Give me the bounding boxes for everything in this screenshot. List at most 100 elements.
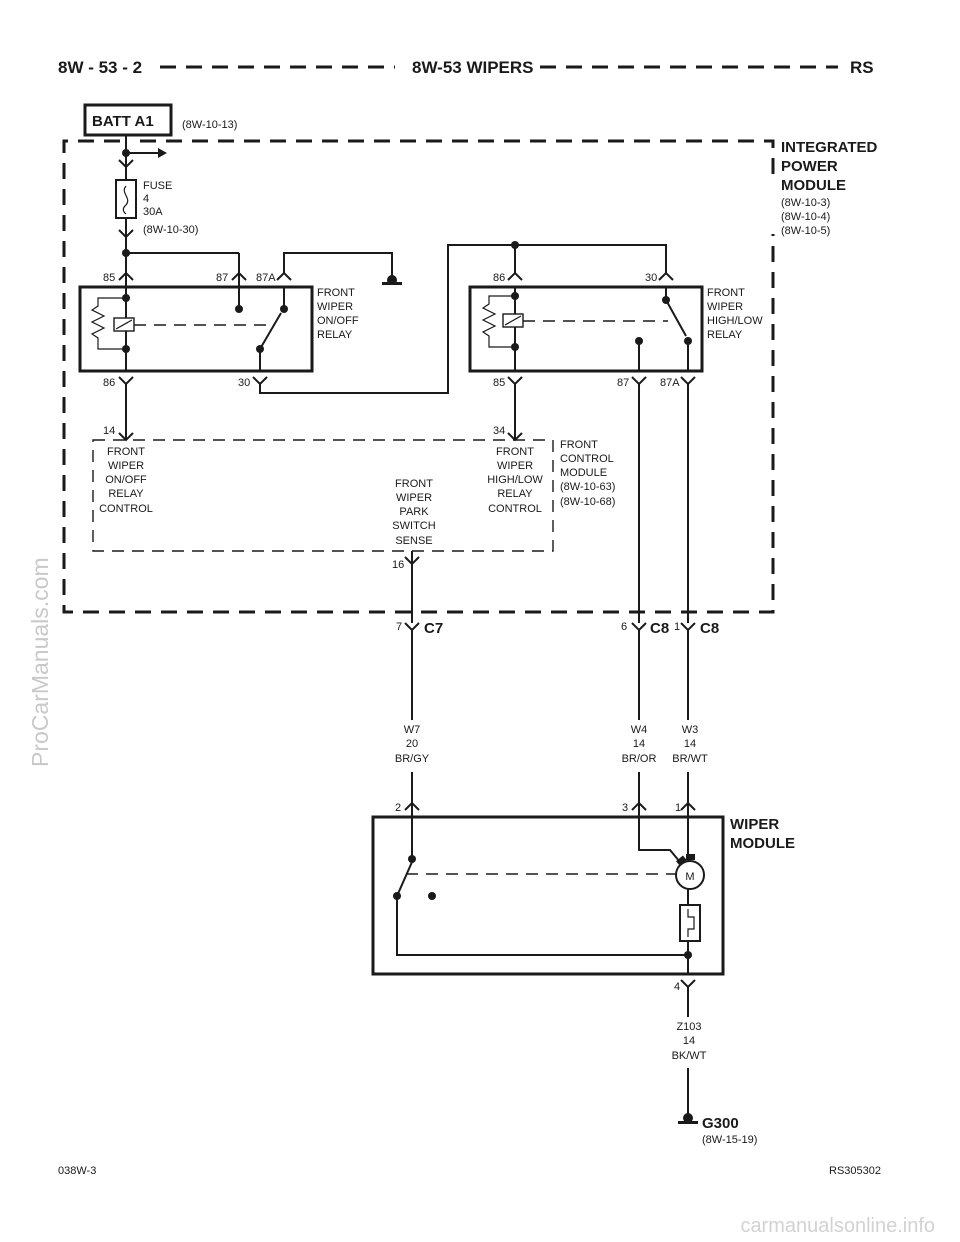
svg-text:RELAY: RELAY [317,329,353,341]
ground-ref: (8W-15-19) [702,1134,757,1146]
svg-text:MODULE: MODULE [781,177,846,194]
svg-text:(8W-10-5): (8W-10-5) [781,225,830,237]
c7-connector [404,622,420,632]
park-return-wire [396,896,688,956]
svg-text:WIPER: WIPER [730,816,779,833]
svg-text:(8W-10-4): (8W-10-4) [781,211,830,223]
page-section-number: 8W - 53 - 2 [58,58,142,77]
c8-pin-1-number: 1 [674,621,680,633]
svg-text:87: 87 [216,272,228,284]
wiper-module-title: WIPER MODULE [730,816,795,852]
onoff-relay-box [78,285,314,373]
fcm-title: FRONT CONTROL MODULE (8W-10-63) (8W-10-6… [560,439,615,508]
svg-text:(8W-10-30): (8W-10-30) [143,224,198,236]
onoff-relay-pins: 85 87 87A 86 30 [103,272,276,389]
svg-text:WIPER: WIPER [317,301,353,313]
w3-label: W3 14 BR/WT [672,724,708,765]
svg-text:W3: W3 [682,724,699,736]
svg-text:HIGH/LOW: HIGH/LOW [487,474,543,486]
wiper-module-pin-2: 2 [395,802,401,814]
wiper-module-box [371,815,725,976]
svg-text:WIPER: WIPER [108,460,144,472]
svg-text:30: 30 [238,377,250,389]
svg-text:MODULE: MODULE [560,467,607,479]
svg-text:INTEGRATED: INTEGRATED [781,139,878,156]
ipm-refs: (8W-10-3) (8W-10-4) (8W-10-5) [781,197,830,237]
motor-m-label: M [685,871,694,883]
svg-text:87A: 87A [660,377,680,389]
svg-text:WIPER: WIPER [396,492,432,504]
svg-text:W4: W4 [631,724,648,736]
hilo-relay-label: FRONT WIPER HIGH/LOW RELAY [707,287,763,341]
svg-text:30: 30 [645,272,657,284]
svg-text:87A: 87A [256,272,276,284]
fuse-connector-bottom [118,229,134,239]
wiper-module-pin-1: 1 [675,802,681,814]
batt-a1-ref: (8W-10-13) [182,119,237,131]
svg-text:BR/GY: BR/GY [395,753,430,765]
svg-text:FRONT: FRONT [107,446,145,458]
svg-text:RELAY: RELAY [108,488,144,500]
fcm-pin-34: 34 [493,425,505,437]
page-title: 8W-53 WIPERS [412,58,534,77]
fcm-hilo-control-label: FRONT WIPER HIGH/LOW RELAY CONTROL [487,446,543,515]
onoff-to-hilo-wire [259,244,667,394]
wiper-module-pin-4: 4 [674,981,680,993]
svg-text:SENSE: SENSE [395,535,432,547]
hilo-relay-resistor [481,295,515,348]
svg-text:HIGH/LOW: HIGH/LOW [707,315,763,327]
svg-text:86: 86 [103,377,115,389]
hilo-relay-box [468,285,704,373]
svg-text:RELAY: RELAY [707,329,743,341]
feed-arrow-icon [158,148,167,158]
w4-label: W4 14 BR/OR [622,724,657,765]
c8-label-b: C8 [700,620,719,637]
ipm-boundary-top [140,139,775,176]
svg-text:(8W-10-3): (8W-10-3) [781,197,830,209]
svg-text:POWER: POWER [781,158,838,175]
c8-label-a: C8 [650,620,669,637]
onoff-relay-resistor [90,297,126,350]
vehicle-code: RS [850,58,874,77]
hilo-relay-pins: 86 30 85 87 87A [493,272,680,389]
c7-pin-number: 7 [396,621,402,633]
svg-text:FRONT: FRONT [496,446,534,458]
svg-text:ON/OFF: ON/OFF [105,474,147,486]
svg-text:14: 14 [683,1035,695,1047]
svg-text:RELAY: RELAY [497,488,533,500]
c8-pin6-connector [631,622,647,632]
ipm-title: INTEGRATED POWER MODULE [781,139,878,194]
svg-text:14: 14 [684,738,696,750]
svg-text:FRONT: FRONT [560,439,598,451]
svg-text:WIPER: WIPER [707,301,743,313]
batt-a1-label: BATT A1 [92,113,154,130]
svg-text:FRONT: FRONT [395,478,433,490]
bottom-watermark: carmanualsonline.info [740,1215,935,1237]
c8-pin1-connector [680,622,696,632]
w7-label: W7 20 BR/GY [395,724,430,765]
svg-text:4: 4 [143,193,149,205]
c7-label: C7 [424,620,443,637]
fuse-symbol [115,179,137,219]
svg-text:WIPER: WIPER [497,460,533,472]
c8-pin-6-number: 6 [621,621,627,633]
svg-text:CONTROL: CONTROL [560,453,614,465]
svg-text:(8W-10-68): (8W-10-68) [560,496,615,508]
svg-text:ON/OFF: ON/OFF [317,315,359,327]
svg-text:Z103: Z103 [676,1021,701,1033]
fcm-pin-16: 16 [392,559,404,571]
svg-text:BR/OR: BR/OR [622,753,657,765]
side-watermark: ProCarManuals.com [27,557,53,767]
z103-label: Z103 14 BK/WT [672,1021,707,1062]
svg-text:W7: W7 [404,724,421,736]
svg-text:30A: 30A [143,206,163,218]
svg-text:86: 86 [493,272,505,284]
svg-text:20: 20 [406,738,418,750]
wiper-module-pin-3: 3 [622,802,628,814]
fuse-connector-top [118,159,134,169]
svg-text:BK/WT: BK/WT [672,1050,707,1062]
onoff-relay-label: FRONT WIPER ON/OFF RELAY [317,287,359,341]
figure-id-left: 038W-3 [58,1165,96,1177]
svg-text:CONTROL: CONTROL [488,503,542,515]
